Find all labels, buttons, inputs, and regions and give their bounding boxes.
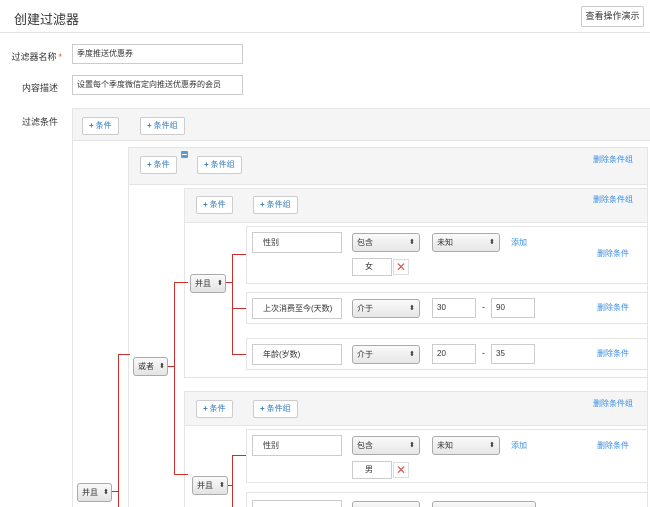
add-value-link[interactable]: 添加 <box>511 238 527 247</box>
tree-connector <box>232 254 233 354</box>
logic-operator-select[interactable]: 并且⬍ <box>192 476 228 495</box>
tree-connector <box>118 354 119 507</box>
delete-condition-link[interactable]: 删除条件 <box>597 441 629 450</box>
required-mark: * <box>58 52 62 62</box>
logic-operator-select[interactable]: 并且⬍ <box>77 483 112 502</box>
value-select[interactable]: 未知⬍ <box>432 436 500 455</box>
tree-connector <box>118 354 130 355</box>
select-arrow-icon: ⬍ <box>409 442 415 449</box>
delete-condition-group-link[interactable]: 删除条件组 <box>593 195 633 204</box>
filter-name-label: 过滤器名称* <box>11 52 62 62</box>
add-condition-group-button[interactable]: +条件组 <box>197 156 242 174</box>
range-max-input[interactable]: 35 <box>491 344 535 364</box>
filter-conditions-label: 过滤条件 <box>21 117 58 127</box>
description-label: 内容描述 <box>21 83 58 93</box>
value-tag: 男 <box>352 461 392 479</box>
add-value-link[interactable]: 添加 <box>511 441 527 450</box>
tree-connector <box>174 474 188 475</box>
condition-row <box>246 492 648 507</box>
add-condition-group-button[interactable]: +条件组 <box>253 400 298 418</box>
select-arrow-icon: ⬍ <box>489 239 495 246</box>
remove-tag-icon[interactable]: ✕ <box>393 462 409 478</box>
tree-connector <box>174 282 175 474</box>
operator-select[interactable]: 介于⬍ <box>352 299 420 318</box>
operator-select[interactable]: 包含⬍ <box>352 233 420 252</box>
select-arrow-icon: ⬍ <box>489 442 495 449</box>
add-condition-button[interactable]: +条件 <box>196 400 233 418</box>
remove-tag-icon[interactable]: ✕ <box>393 259 409 275</box>
range-max-input[interactable]: 90 <box>491 298 535 318</box>
operator-select[interactable] <box>352 501 420 507</box>
condition-field[interactable]: 性别 <box>252 435 342 456</box>
tree-connector <box>112 491 118 492</box>
range-min-input[interactable]: 30 <box>432 298 476 318</box>
tree-connector <box>232 254 246 255</box>
tree-connector <box>232 455 246 456</box>
select-arrow-icon: ⬍ <box>409 351 415 358</box>
delete-condition-group-link[interactable]: 删除条件组 <box>593 399 633 408</box>
logic-operator-select[interactable]: 或者⬍ <box>133 357 168 376</box>
value-select[interactable] <box>432 501 536 507</box>
add-condition-button[interactable]: +条件 <box>140 156 177 174</box>
range-separator: - <box>482 302 485 312</box>
select-arrow-icon: ⬍ <box>159 363 165 370</box>
delete-condition-link[interactable]: 删除条件 <box>597 249 629 258</box>
tree-connector <box>168 366 174 367</box>
operator-select[interactable]: 包含⬍ <box>352 436 420 455</box>
select-arrow-icon: ⬍ <box>219 482 225 489</box>
operator-select[interactable]: 介于⬍ <box>352 345 420 364</box>
condition-field[interactable]: 上次消费至今(天数) <box>252 298 342 319</box>
tree-connector <box>232 354 246 355</box>
view-demo-button[interactable]: 查看操作演示 <box>581 6 644 27</box>
logic-operator-select[interactable]: 并且⬍ <box>190 274 226 293</box>
select-arrow-icon: ⬍ <box>103 489 109 496</box>
select-arrow-icon: ⬍ <box>217 280 223 287</box>
tree-connector <box>226 485 232 486</box>
tree-connector <box>226 282 232 283</box>
value-select[interactable]: 未知⬍ <box>432 233 500 252</box>
delete-condition-group-link[interactable]: 删除条件组 <box>593 155 633 164</box>
condition-field[interactable] <box>252 500 342 507</box>
filter-name-input[interactable]: 季度推送优惠券 <box>72 44 243 64</box>
tree-connector <box>174 282 188 283</box>
add-condition-button[interactable]: +条件 <box>196 196 233 214</box>
condition-field[interactable]: 性别 <box>252 232 342 253</box>
select-arrow-icon: ⬍ <box>409 239 415 246</box>
tree-connector <box>232 455 233 507</box>
delete-condition-link[interactable]: 删除条件 <box>597 303 629 312</box>
description-input[interactable]: 设置每个季度微信定向推送优惠券的会员 <box>72 75 243 95</box>
range-separator: - <box>482 348 485 358</box>
delete-condition-link[interactable]: 删除条件 <box>597 349 629 358</box>
add-condition-group-button[interactable]: +条件组 <box>253 196 298 214</box>
add-condition-button[interactable]: +条件 <box>82 117 119 135</box>
condition-field[interactable]: 年龄(岁数) <box>252 344 342 365</box>
add-condition-group-button[interactable]: +条件组 <box>140 117 185 135</box>
page-header <box>0 0 650 33</box>
notification-badge-icon <box>181 151 188 158</box>
value-tag: 女 <box>352 258 392 276</box>
page-title: 创建过滤器 <box>14 12 80 27</box>
tree-connector <box>232 308 246 309</box>
select-arrow-icon: ⬍ <box>409 305 415 312</box>
range-min-input[interactable]: 20 <box>432 344 476 364</box>
